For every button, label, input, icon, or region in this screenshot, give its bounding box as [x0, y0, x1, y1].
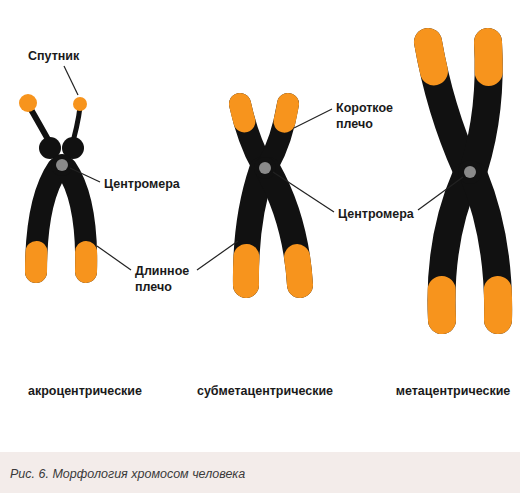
type-label: метацентрические: [396, 383, 511, 399]
telomere-tip: [246, 170, 262, 285]
chromatid-arm: [268, 104, 288, 165]
telomere-tip: [428, 42, 466, 168]
telomere-tip: [36, 168, 58, 272]
part-label: Центромера: [338, 206, 414, 222]
satellite: [19, 94, 37, 112]
type-label: акроцентрические: [28, 383, 142, 399]
chromatid-arm: [474, 42, 489, 168]
chromatid-arm: [240, 104, 262, 165]
telomere-tip: [474, 42, 489, 168]
centromere-body: [254, 157, 276, 179]
leader-line: [70, 168, 100, 182]
leader-line: [273, 172, 334, 212]
leader-line: [64, 66, 78, 95]
chromatid-arm: [66, 168, 86, 272]
centromere: [56, 159, 68, 171]
part-label: Длинное плечо: [135, 263, 213, 295]
centromere-body: [51, 154, 73, 176]
telomere-tip: [268, 104, 288, 165]
chromatid-arm: [428, 42, 466, 168]
chromatid-arm: [474, 176, 498, 320]
part-label: Короткое плечо: [336, 100, 416, 132]
leader-line: [197, 241, 238, 270]
centromere: [464, 166, 476, 178]
leader-line: [294, 109, 332, 128]
figure-caption: Рис. 6. Морфология хромосом человека: [10, 467, 245, 481]
telomere-tip: [474, 176, 498, 320]
part-label: Центромера: [104, 176, 180, 192]
centromere-body: [458, 160, 482, 184]
chromatid-arm: [442, 176, 467, 320]
part-label: Спутник: [28, 48, 79, 64]
telomere-tip: [442, 176, 467, 320]
leader-line: [418, 177, 463, 210]
centromere: [259, 162, 271, 174]
satellite: [73, 97, 87, 111]
telomere-tip: [66, 168, 86, 272]
type-label: субметацентрические: [197, 383, 333, 399]
chromatid-arm: [246, 170, 262, 285]
leader-line: [97, 246, 131, 270]
telomere-tip: [240, 104, 262, 165]
chromatid-arm: [36, 168, 58, 272]
